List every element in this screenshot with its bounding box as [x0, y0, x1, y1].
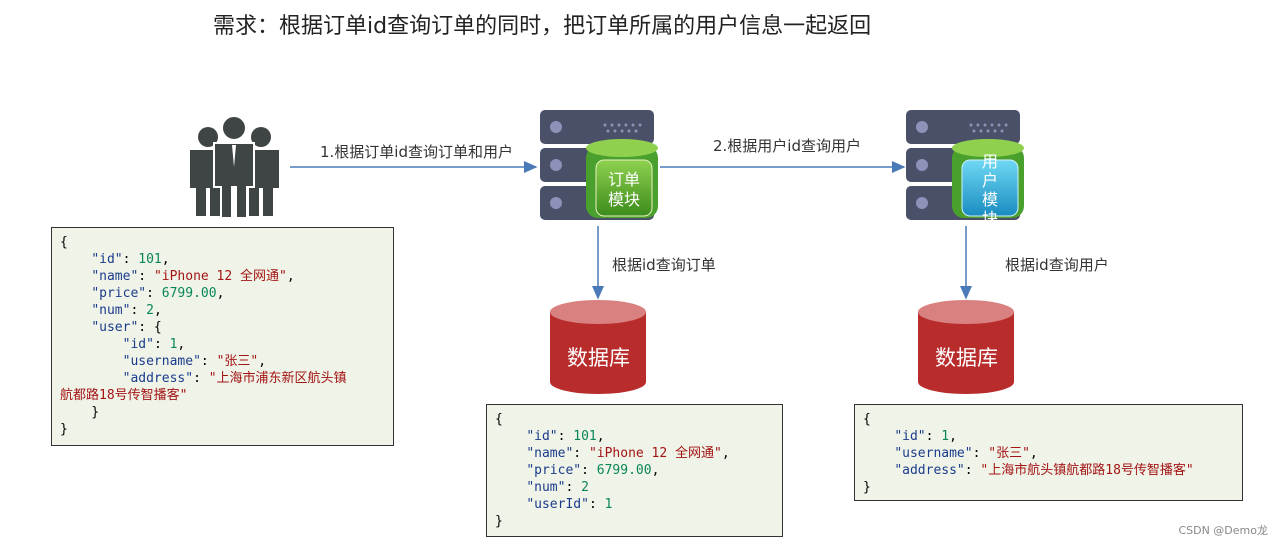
json-line: "id": 1, [122, 337, 186, 352]
json-line: "address": "上海市浦东新区航头镇 [122, 371, 347, 386]
order-module-label: 订单 模块 [596, 170, 652, 210]
json-line: { [863, 412, 871, 427]
json-line: { [495, 412, 503, 427]
json-line: "userId": 1 [526, 497, 613, 512]
user-module-label: 用 户 模 块 [962, 152, 1018, 228]
order-database-label: 数据库 [567, 346, 630, 370]
step2-label: 2.根据用户id查询用户 [713, 137, 862, 155]
user-module-icon [952, 139, 1024, 218]
json-line: "price": 6799.00, [91, 286, 225, 301]
json-line: } [60, 405, 100, 420]
order-module-line1: 订单 [607, 170, 640, 189]
json-line: } [863, 480, 871, 495]
user-module-line3: 模 [981, 190, 998, 209]
json-line: "username": "张三", [122, 354, 267, 369]
json-line: "id": 101, [91, 252, 170, 267]
json-line: "username": "张三", [894, 446, 1038, 461]
json-line: "name": "iPhone 12 全网通", [526, 446, 730, 461]
json-line: { [60, 235, 68, 250]
json-line: "name": "iPhone 12 全网通", [91, 269, 295, 284]
json-line: "num": 2, [91, 303, 162, 318]
order-module-line2: 模块 [607, 190, 640, 209]
order-module-icon [586, 139, 658, 218]
user-module-line1: 用 [981, 152, 998, 171]
json-order-with-user: { "id": 101, "name": "iPhone 12 全网通", "p… [51, 227, 394, 446]
user-database-icon [918, 300, 1014, 394]
page-title: 需求：根据订单id查询订单的同时，把订单所属的用户信息一起返回 [213, 14, 872, 39]
json-line: "price": 6799.00, [526, 463, 660, 478]
user-query-label: 根据id查询用户 [1005, 256, 1109, 274]
user-module-line4: 块 [981, 209, 998, 228]
json-line: "id": 101, [526, 429, 605, 444]
people-icon [190, 115, 279, 219]
watermark: CSDN @Demo龙 [1178, 524, 1268, 537]
json-line: 航都路18号传智播客" [60, 388, 188, 403]
user-module-line2: 户 [981, 171, 998, 190]
order-query-label: 根据id查询订单 [612, 256, 716, 274]
user-database-label: 数据库 [935, 346, 998, 370]
json-line: "user": { [91, 320, 162, 335]
json-line: "num": 2 [526, 480, 589, 495]
json-line: "address": "上海市航头镇航都路18号传智播客" [894, 463, 1194, 478]
step1-label: 1.根据订单id查询订单和用户 [320, 143, 514, 161]
json-line: "id": 1, [894, 429, 957, 444]
json-line: } [60, 422, 68, 437]
json-order: { "id": 101, "name": "iPhone 12 全网通", "p… [486, 404, 783, 537]
json-line: } [495, 514, 503, 529]
json-user: { "id": 1, "username": "张三", "address": … [854, 404, 1243, 501]
order-database-icon [550, 300, 646, 394]
